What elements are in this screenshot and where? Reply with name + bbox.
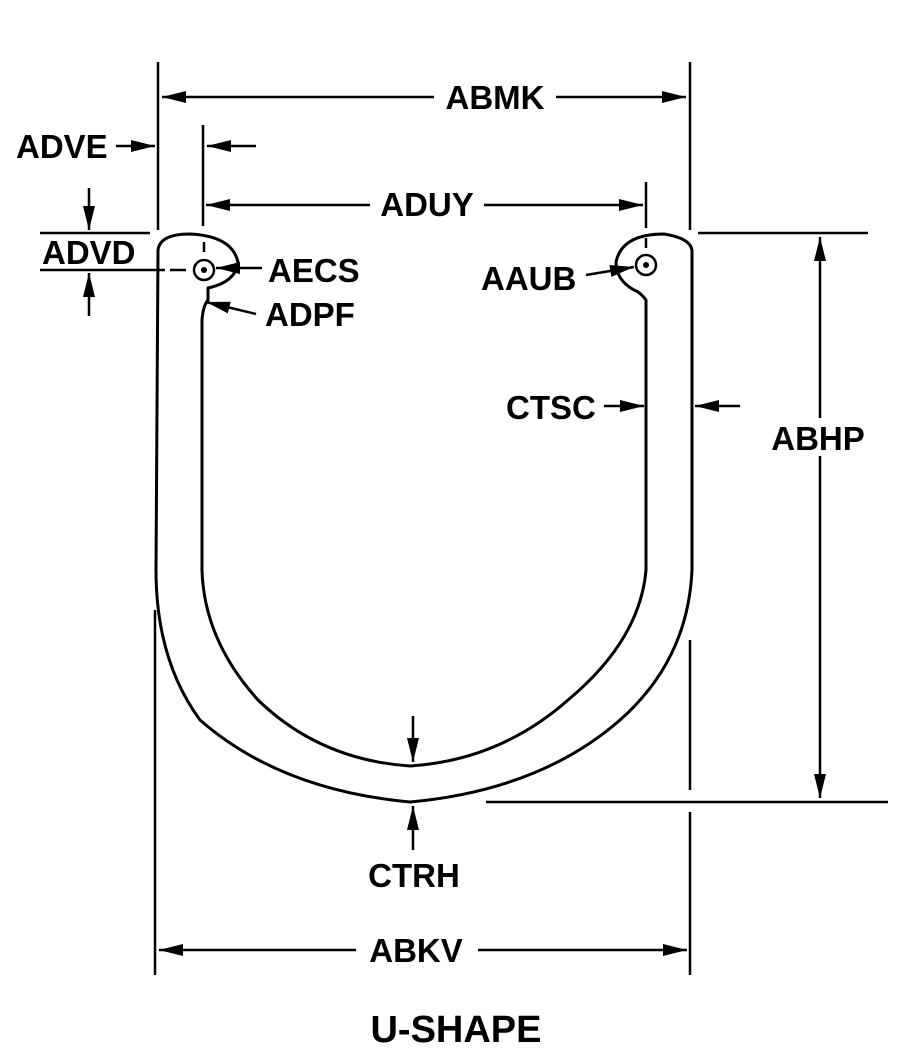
dimension-ctsc: CTSC <box>506 389 740 426</box>
label-abmk: ABMK <box>446 79 545 116</box>
label-adve: ADVE <box>16 128 108 165</box>
dimension-abhp: ABHP <box>771 237 865 798</box>
label-ctsc: CTSC <box>506 389 596 426</box>
callout-aecs: AECS <box>216 252 360 289</box>
part-outer-contour <box>154 232 694 804</box>
dimension-ctrh: CTRH <box>368 716 460 894</box>
left-hole <box>192 258 216 282</box>
extension-lines <box>40 62 888 975</box>
label-ctrh: CTRH <box>368 857 460 894</box>
label-aecs: AECS <box>268 252 360 289</box>
label-abkv: ABKV <box>369 932 463 969</box>
dimension-aduy: ADUY <box>206 186 643 223</box>
callout-aaub: AAUB <box>481 260 635 297</box>
callout-adpf: ADPF <box>205 296 355 333</box>
label-aduy: ADUY <box>380 186 474 223</box>
dimension-advd: ADVD <box>42 188 136 316</box>
u-shape-part <box>154 232 694 804</box>
label-aaub: AAUB <box>481 260 576 297</box>
right-hole <box>634 253 658 277</box>
label-advd: ADVD <box>42 234 136 271</box>
dimension-abmk: ABMK <box>162 79 686 116</box>
dimension-abkv: ABKV <box>159 932 687 969</box>
dimension-adve: ADVE <box>16 128 256 165</box>
figure-title: U-SHAPE <box>370 1009 541 1051</box>
label-abhp: ABHP <box>771 420 865 457</box>
label-adpf: ADPF <box>265 296 355 333</box>
